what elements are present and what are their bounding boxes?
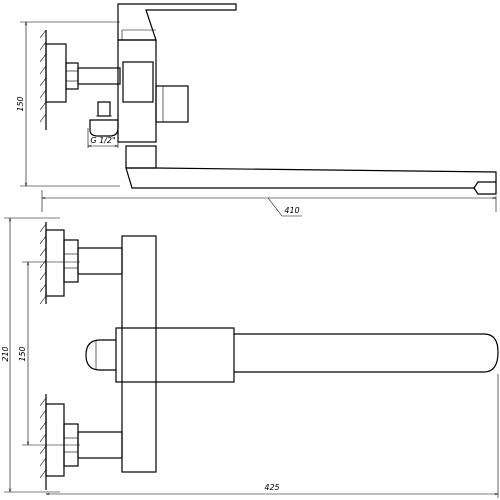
dim-thread: G 1/2" [87,128,119,148]
shower-outlet-stem [97,101,111,117]
dim-height-top: 150 [16,21,120,187]
dim-height-total-label: 210 [1,346,10,361]
dim-length-bottom-label: 425 [264,483,279,492]
side-outlet-side [155,85,189,123]
faucet-body-side [117,39,157,143]
dim-length-bottom: 425 [46,374,499,498]
faucet-body-plan [121,235,157,473]
connector-pipe-lower [77,431,123,459]
cartridge-block-plan [115,327,235,383]
hex-nut-upper [63,239,79,283]
wall-hatch-side [39,29,47,123]
dim-center-distance-label: 150 [18,346,27,361]
aerator-side [473,182,497,195]
connector-pipe-upper [77,247,123,275]
escutcheon-upper [45,229,65,297]
diverter-block-side [122,61,154,103]
shower-outlet-plan [85,339,116,371]
wall-hatch-lower [39,397,47,479]
plan-view [39,222,499,490]
hex-nut-side [65,62,79,90]
dim-thread-label: G 1/2" [90,136,115,145]
spout-plan [234,333,499,373]
dim-length-top: 410 [41,190,497,217]
spout-side [125,167,497,189]
shower-outlet-nut [89,119,119,137]
dim-height-total: 210 [1,217,60,493]
dim-height-top-label: 150 [16,96,25,111]
wall-hatch-upper [39,223,47,305]
escutcheon-lower [45,403,65,477]
connector-pipe-side [77,67,121,85]
spout-swivel-side [125,145,157,169]
lever-handle-side [117,3,237,41]
dim-center-distance: 150 [18,261,80,446]
dim-length-top-label: 410 [284,206,299,215]
escutcheon-side [45,43,67,103]
side-view [39,3,497,195]
